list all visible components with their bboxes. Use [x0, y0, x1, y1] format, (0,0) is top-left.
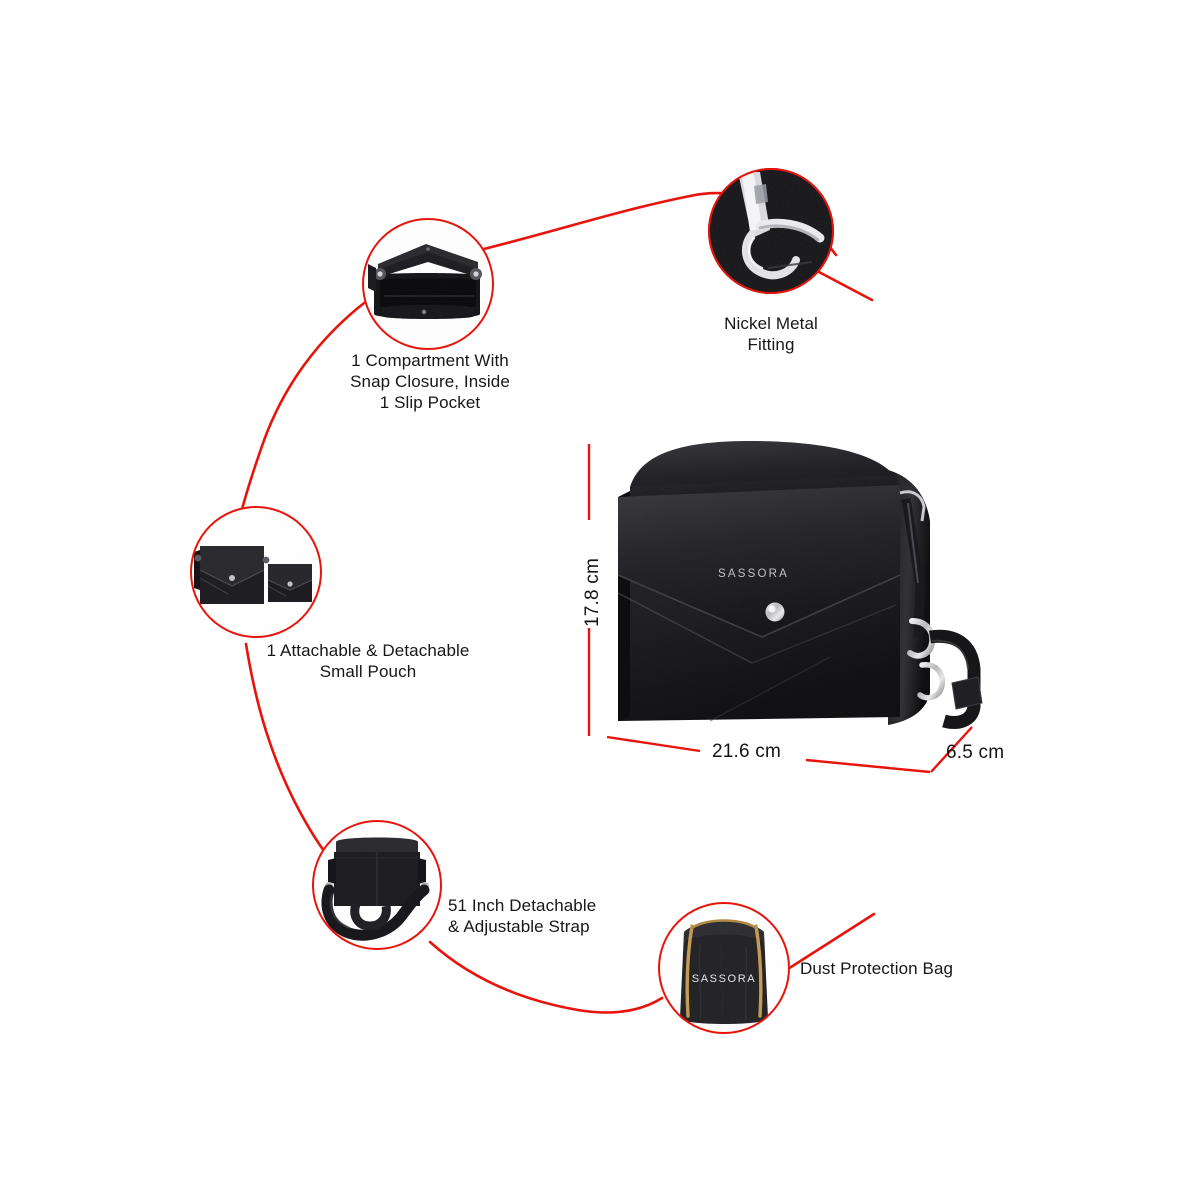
callout-compartment	[362, 218, 494, 350]
callout-label-dust-bag: Dust Protection Bag	[800, 959, 954, 978]
dim-line-width-right	[805, 758, 931, 774]
dimension-depth-label: 6.5 cm	[946, 742, 1005, 763]
callout-nickel-fitting	[708, 168, 834, 294]
callout-label-small-pouch: 1 Attachable & Detachable Small Pouch	[266, 641, 470, 681]
brand-emboss-text: SASSORA	[718, 568, 789, 580]
lobster-clasp-lower	[917, 662, 946, 701]
dimension-width-label: 21.6 cm	[712, 741, 781, 762]
callout-strap	[312, 820, 442, 950]
dimension-height-label: 17.8 cm	[582, 558, 603, 627]
callout-label-strap: 51 Inch Detachable & Adjustable Strap	[448, 896, 597, 936]
arc-segment-strap-to-dustbag	[428, 940, 664, 1014]
callout-dust-bag: SASSORA	[658, 902, 790, 1034]
snap-button	[765, 602, 785, 622]
callout-small-pouch	[190, 506, 322, 638]
callout-label-compartment: 1 Compartment With Snap Closure, Inside …	[350, 351, 510, 412]
callout-label-nickel-fitting: Nickel Metal Fitting	[724, 314, 818, 354]
main-product-bag: SASSORA	[617, 441, 983, 729]
